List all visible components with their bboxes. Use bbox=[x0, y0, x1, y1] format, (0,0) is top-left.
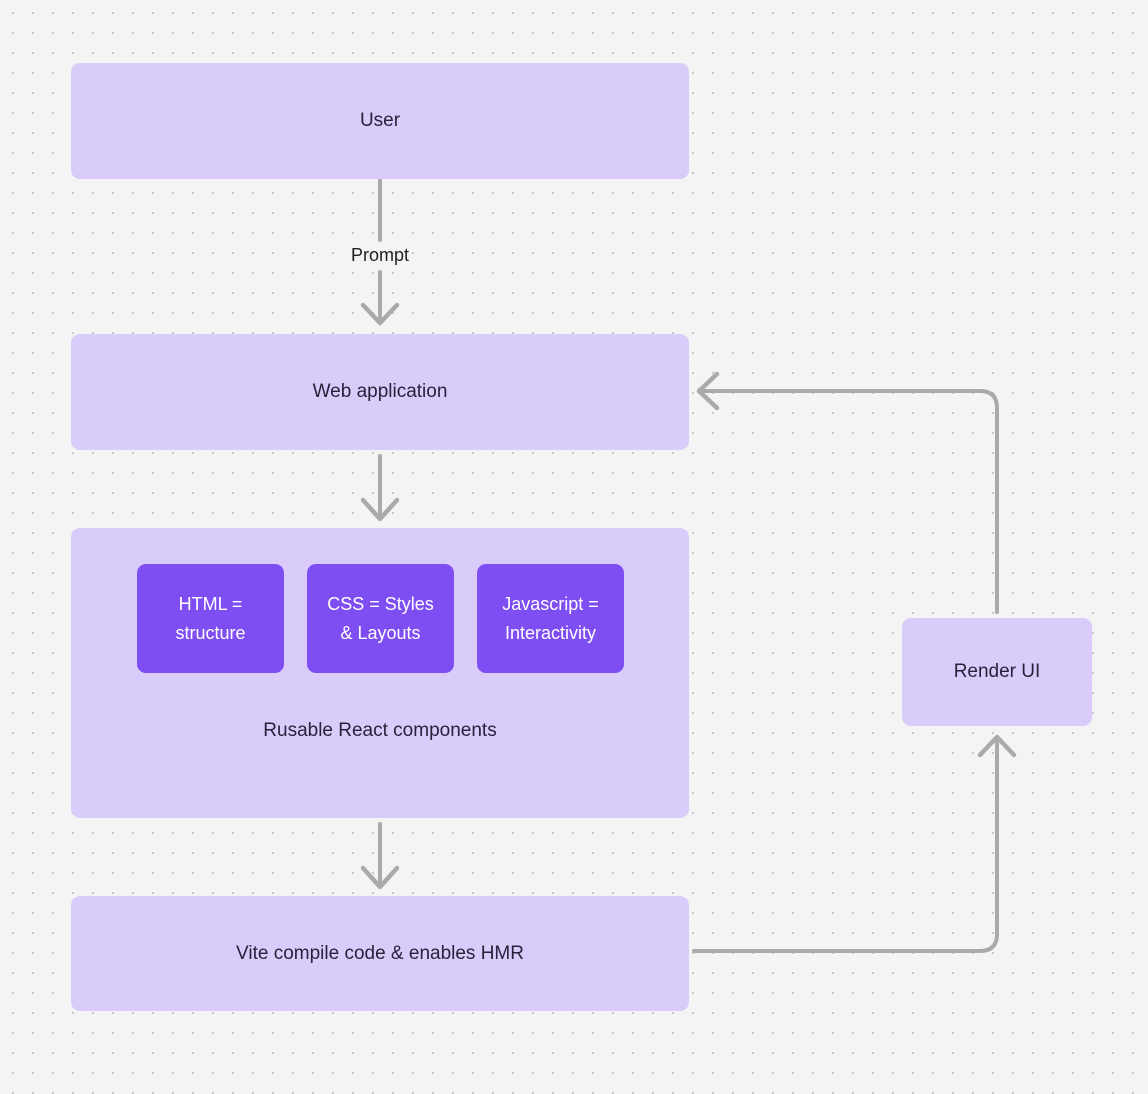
node-user-label: User bbox=[359, 110, 401, 132]
node-user[interactable]: User bbox=[71, 63, 689, 179]
node-html-line1: HTML = bbox=[178, 593, 243, 614]
node-css-line2: & Layouts bbox=[340, 622, 421, 643]
node-render-ui[interactable]: Render UI bbox=[902, 618, 1092, 726]
node-javascript-line1: Javascript = bbox=[502, 593, 599, 614]
arrowhead-down bbox=[360, 497, 400, 522]
node-javascript-label: Javascript = Interactivity bbox=[502, 590, 599, 648]
edge-segment bbox=[692, 736, 999, 953]
edge-label-prompt: Prompt bbox=[350, 245, 410, 265]
edge-web-application-to-react-components[interactable] bbox=[360, 454, 400, 522]
node-web-application[interactable]: Web application bbox=[71, 334, 689, 450]
node-javascript[interactable]: Javascript = Interactivity bbox=[477, 564, 624, 673]
node-css-label: CSS = Styles & Layouts bbox=[327, 590, 434, 648]
node-css[interactable]: CSS = Styles & Layouts bbox=[307, 564, 454, 673]
arrowhead-left bbox=[696, 371, 720, 411]
edge-vite-to-render-ui[interactable] bbox=[692, 734, 1017, 953]
node-vite[interactable]: Vite compile code & enables HMR bbox=[71, 896, 689, 1011]
node-react-components-group[interactable]: HTML = structure CSS = Styles & Layouts … bbox=[71, 528, 689, 818]
node-html-line2: structure bbox=[175, 622, 246, 643]
node-web-application-label: Web application bbox=[312, 381, 448, 403]
node-react-components-label: Rusable React components bbox=[263, 720, 497, 741]
node-vite-label: Vite compile code & enables HMR bbox=[236, 942, 524, 964]
node-render-ui-label: Render UI bbox=[953, 661, 1041, 683]
edge-render-ui-to-web-application[interactable] bbox=[696, 371, 999, 614]
node-html[interactable]: HTML = structure bbox=[137, 564, 284, 673]
arrowhead-up bbox=[977, 734, 1017, 758]
edge-segment bbox=[698, 389, 999, 614]
arrowhead-down bbox=[360, 865, 400, 890]
arrowhead-down bbox=[360, 302, 400, 326]
node-javascript-line2: Interactivity bbox=[504, 622, 596, 643]
edge-react-components-to-vite[interactable] bbox=[360, 822, 400, 890]
node-css-line1: CSS = Styles bbox=[327, 593, 434, 614]
node-html-label: HTML = structure bbox=[175, 590, 245, 648]
